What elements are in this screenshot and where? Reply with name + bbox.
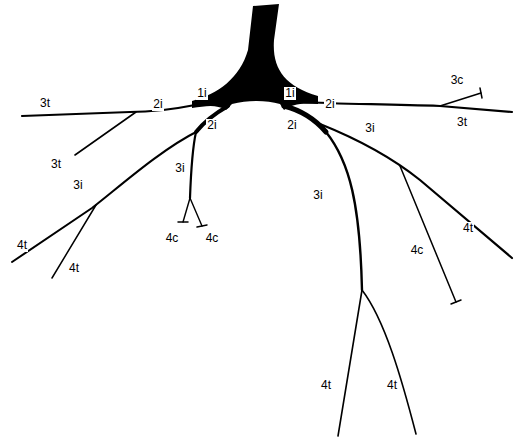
branch-label: 1i	[284, 87, 295, 100]
branch-label: 3t	[50, 158, 62, 171]
branch-label: 3i	[312, 189, 323, 202]
branch-label: 4t	[68, 262, 80, 275]
branch-label: 3i	[174, 162, 185, 175]
branch-label: 4t	[16, 239, 28, 252]
dendrites	[12, 88, 512, 436]
branch-label: 4t	[320, 379, 332, 392]
branch-label: 2i	[286, 119, 297, 132]
branch-label: 2i	[152, 98, 163, 111]
branch-label: 4c	[410, 244, 425, 257]
branch-label: 3t	[456, 116, 468, 129]
branch-label: 3i	[72, 179, 83, 192]
branch-label: 4t	[462, 222, 474, 235]
cell-body	[192, 4, 318, 110]
branch-label: 3c	[450, 74, 465, 87]
branch-label: 3t	[39, 97, 51, 110]
branch-label: 1i	[196, 87, 207, 100]
branch-label: 4c	[205, 232, 220, 245]
branch-label: 2i	[206, 119, 217, 132]
branch-label: 4c	[165, 232, 180, 245]
branch-label: 2i	[324, 98, 335, 111]
branch-label: 3i	[364, 122, 375, 135]
branch-label: 4t	[386, 379, 398, 392]
